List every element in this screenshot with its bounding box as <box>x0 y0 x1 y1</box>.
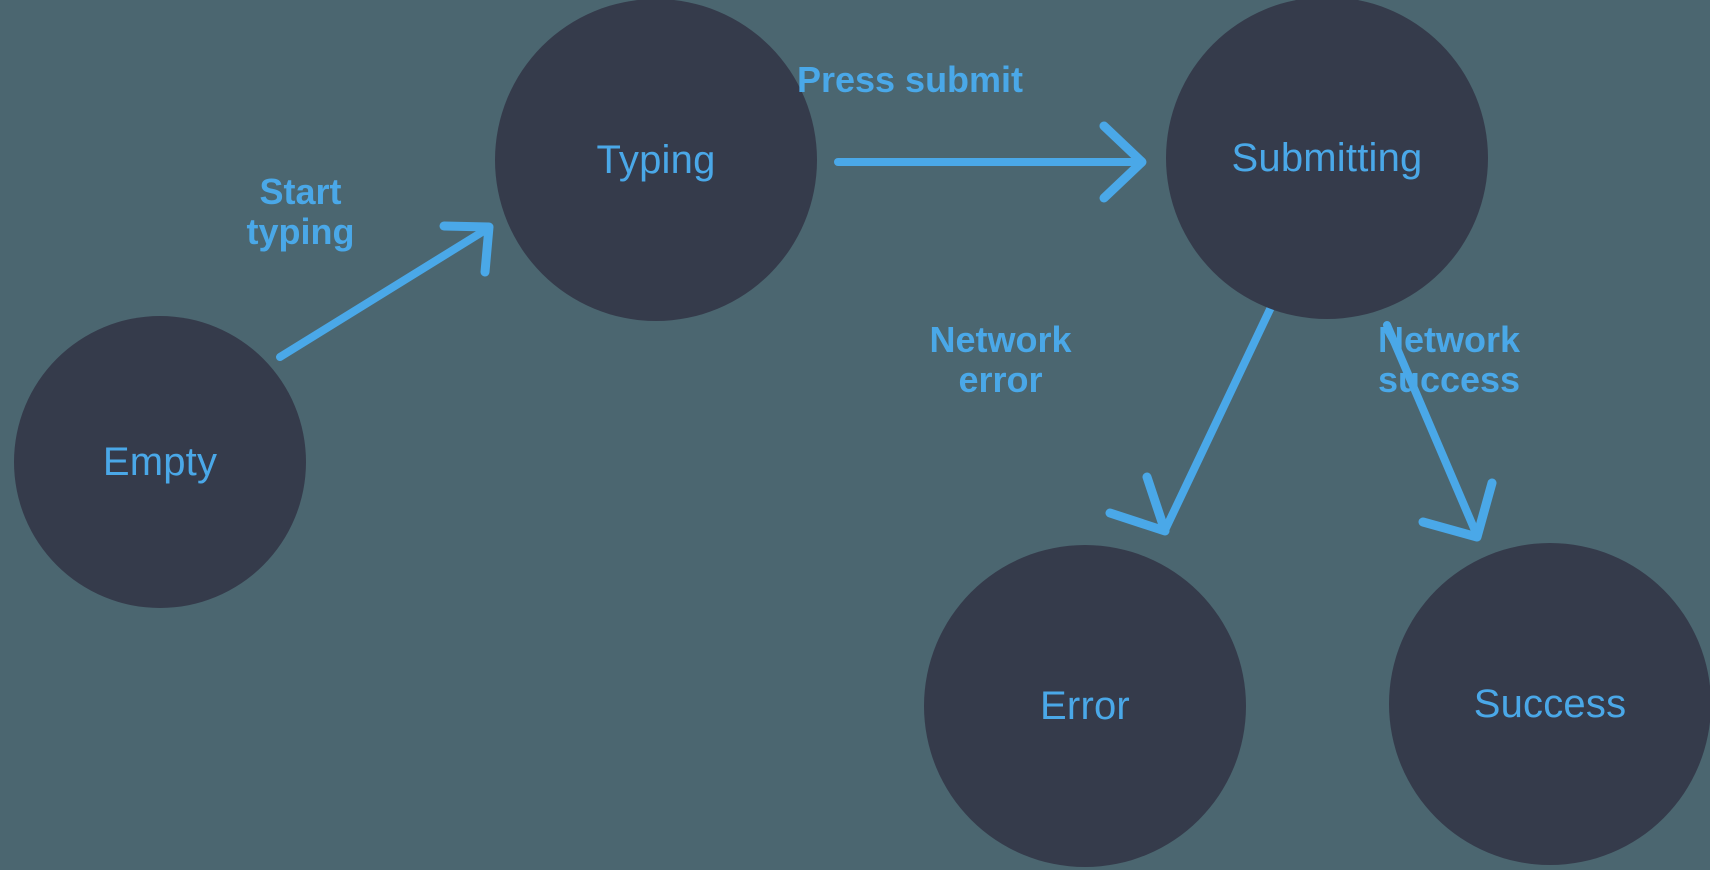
start-typing-arrowhead <box>439 221 494 277</box>
transition-label-network-success: Network success <box>1377 319 1521 401</box>
state-node-success-label: Success <box>1473 682 1627 726</box>
transition-label-press-submit: Press submit <box>796 59 1024 100</box>
state-node-typing[interactable]: Typing <box>495 0 817 321</box>
network-success-line <box>1383 321 1480 537</box>
network-error-line <box>1162 299 1277 532</box>
state-node-submitting-label: Submitting <box>1231 136 1423 180</box>
state-node-error-label: Error <box>1040 684 1130 728</box>
state-node-empty[interactable]: Empty <box>14 316 306 608</box>
state-node-error[interactable]: Error <box>924 545 1246 867</box>
start-typing-line <box>276 225 491 361</box>
state-node-submitting[interactable]: Submitting <box>1166 0 1488 319</box>
transition-arrow-network-success <box>1383 321 1497 542</box>
state-node-empty-label: Empty <box>102 440 218 484</box>
network-error-arrowhead <box>1105 472 1170 536</box>
press-submit-arrowhead <box>1099 121 1147 203</box>
state-node-typing-label: Typing <box>596 138 716 182</box>
transition-arrow-press-submit <box>834 121 1147 203</box>
transition-arrow-network-error <box>1105 299 1277 536</box>
network-success-arrowhead <box>1418 478 1497 542</box>
transition-label-start-typing: Start typing <box>246 171 355 253</box>
transition-arrow-start-typing <box>276 221 494 361</box>
state-node-success[interactable]: Success <box>1389 543 1710 865</box>
transition-label-network-error: Network error <box>929 319 1072 401</box>
